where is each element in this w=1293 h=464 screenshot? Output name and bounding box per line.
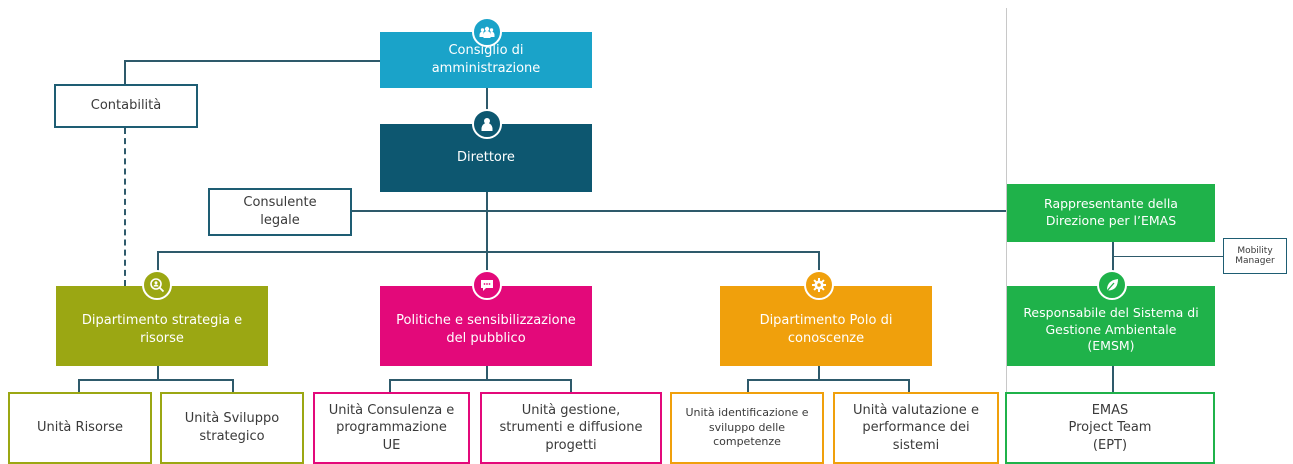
line-bus-to-policy xyxy=(486,251,488,287)
line-policy-unit-right xyxy=(570,379,572,393)
line-strategy-unit-right xyxy=(232,379,234,393)
leaf-icon xyxy=(1097,270,1127,300)
unit-competences-box: Unità identificazione e sviluppo delle c… xyxy=(670,392,824,464)
dept-strategy-box: Dipartimento strategia e risorse xyxy=(56,286,268,366)
line-bus-to-knowledge xyxy=(818,251,820,287)
speech-bubble-icon xyxy=(472,270,502,300)
line-emsm-to-team xyxy=(1112,366,1114,392)
vertical-divider xyxy=(1006,8,1007,461)
legal-advisor-box: Consulente legale xyxy=(208,188,352,236)
line-accounting-to-strategy xyxy=(124,128,126,286)
unit-strategic-box: Unità Sviluppo strategico xyxy=(160,392,304,464)
search-person-icon xyxy=(142,270,172,300)
emas-representative-box: Rappresentante della Direzione per l’EMA… xyxy=(1007,184,1215,242)
line-knowledge-units-v xyxy=(818,366,820,380)
accounting-box: Contabilità xyxy=(54,84,198,128)
line-legal-to-emas-rep xyxy=(352,210,1007,212)
line-policy-unit-left xyxy=(389,379,391,393)
mobility-manager-box: Mobility Manager xyxy=(1223,238,1287,274)
line-policy-units-v xyxy=(486,366,488,380)
emas-project-team-box: EMAS Project Team (EPT) xyxy=(1005,392,1215,464)
unit-resources-box: Unità Risorse xyxy=(8,392,152,464)
line-strategy-units-v xyxy=(157,366,159,380)
line-knowledge-unit-left xyxy=(747,379,749,393)
line-departments-bus xyxy=(157,251,820,253)
unit-performance-box: Unità valutazione e performance dei sist… xyxy=(833,392,999,464)
line-policy-units-h xyxy=(389,379,572,381)
gear-icon xyxy=(804,270,834,300)
line-mobility-manager xyxy=(1113,256,1223,257)
line-board-to-accounting-v xyxy=(124,60,126,84)
line-strategy-unit-left xyxy=(78,379,80,393)
unit-eu-box: Unità Consulenza e programmazione UE xyxy=(313,392,470,464)
dept-knowledge-box: Dipartimento Polo di conoscenze xyxy=(720,286,932,366)
line-bus-to-strategy xyxy=(157,251,159,287)
line-knowledge-unit-right xyxy=(908,379,910,393)
person-icon xyxy=(472,109,502,139)
line-board-to-accounting-h xyxy=(124,60,380,62)
group-icon xyxy=(472,17,502,47)
line-knowledge-units-h xyxy=(747,379,910,381)
unit-projects-box: Unità gestione, strumenti e diffusione p… xyxy=(480,392,662,464)
line-strategy-units-h xyxy=(78,379,234,381)
line-director-to-departments xyxy=(486,192,488,252)
line-emas-rep-to-emsm xyxy=(1112,242,1114,286)
line-board-to-director xyxy=(486,88,488,124)
